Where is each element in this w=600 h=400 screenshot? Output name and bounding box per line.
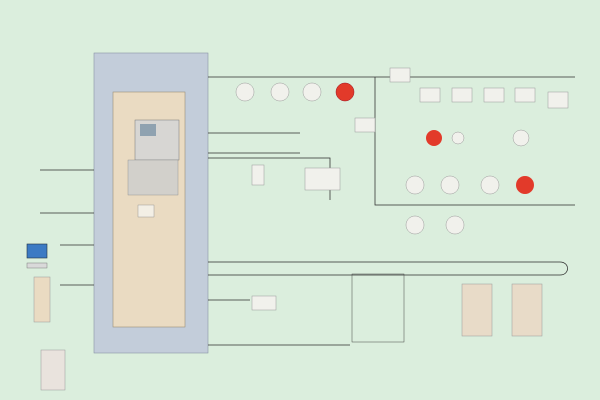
module-icon: [547, 91, 569, 109]
smoke-detector-icon: [235, 82, 255, 102]
smoke-detector-icon: [405, 175, 425, 195]
printer-icon: [26, 262, 48, 269]
right-device-cluster: [389, 67, 569, 147]
fire-panel-icon: [511, 283, 543, 337]
module-icon: [514, 87, 536, 103]
smoke-detector-icon: [405, 215, 425, 235]
manual-call-point-icon: [426, 130, 442, 146]
smoke-detector-icon: [512, 129, 530, 147]
middle-device-row: [251, 164, 534, 235]
heat-detector-icon: [302, 82, 322, 102]
module-icon: [354, 117, 376, 133]
computer-icon: [26, 243, 48, 259]
manual-call-point-icon: [516, 176, 534, 194]
module-icon: [451, 87, 473, 103]
fire-panel-icon: [33, 276, 51, 323]
sub-system-box: [351, 273, 405, 343]
control-cabinet-icon: [112, 91, 186, 328]
heat-detector-icon: [480, 175, 500, 195]
module-icon: [483, 87, 505, 103]
left-device-cluster: [26, 243, 66, 391]
fire-panel-icon: [461, 283, 493, 337]
module-icon: [389, 67, 411, 83]
heat-detector-icon: [451, 131, 465, 145]
fire-panel-icon: [40, 349, 66, 391]
heat-detector-icon: [445, 215, 465, 235]
module-icon: [419, 87, 441, 103]
top-detector-row: [235, 82, 376, 133]
module-icon: [251, 295, 277, 311]
smoke-detector-icon: [270, 82, 290, 102]
module-icon: [251, 164, 265, 186]
smoke-detector-icon: [440, 175, 460, 195]
manual-call-point-icon: [335, 82, 355, 102]
module-icon: [304, 167, 341, 191]
lower-cabinets: [251, 273, 543, 343]
